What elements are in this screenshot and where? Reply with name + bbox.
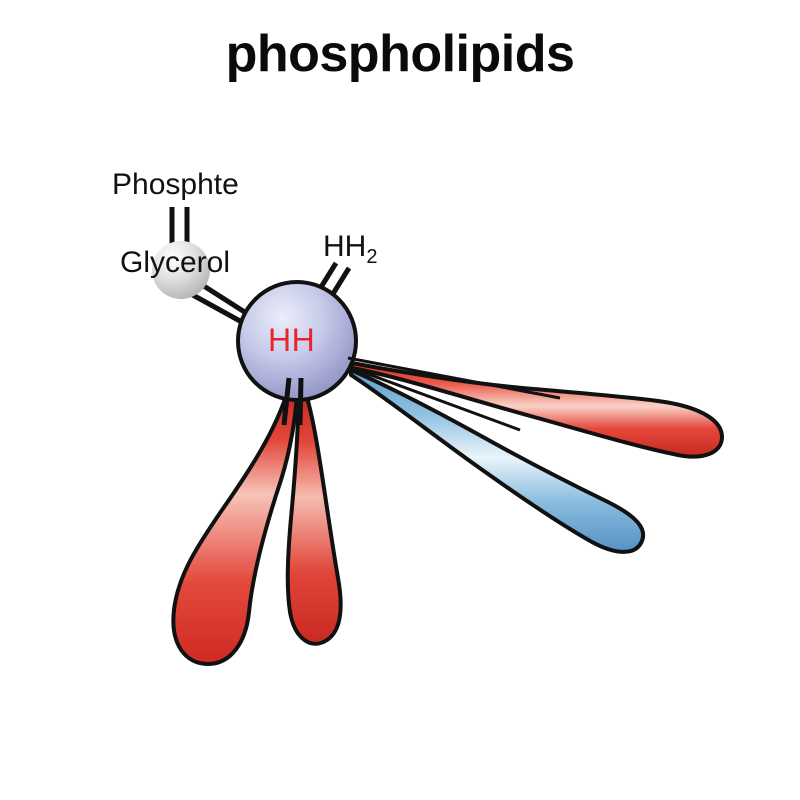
label-glycerol: Glycerol: [120, 246, 231, 279]
head-label: HH: [268, 322, 316, 358]
tail-right-upper: [350, 361, 724, 459]
tail-right-lower: [349, 368, 646, 554]
label-hh2: HH2: [323, 230, 378, 268]
label-hh2-subscript: 2: [366, 246, 378, 268]
bond-head-tails: [281, 377, 304, 426]
label-phosphate: Phosphte: [112, 168, 239, 201]
tail-lower-left: [171, 388, 299, 666]
bond-head-right-tails: [347, 356, 561, 432]
page-title: phospholipids: [225, 25, 575, 83]
tail-lower-right: [285, 389, 343, 646]
glycerol-sphere: [152, 241, 210, 299]
label-hh2-text: HH: [323, 230, 367, 263]
head-sphere: [236, 280, 358, 402]
